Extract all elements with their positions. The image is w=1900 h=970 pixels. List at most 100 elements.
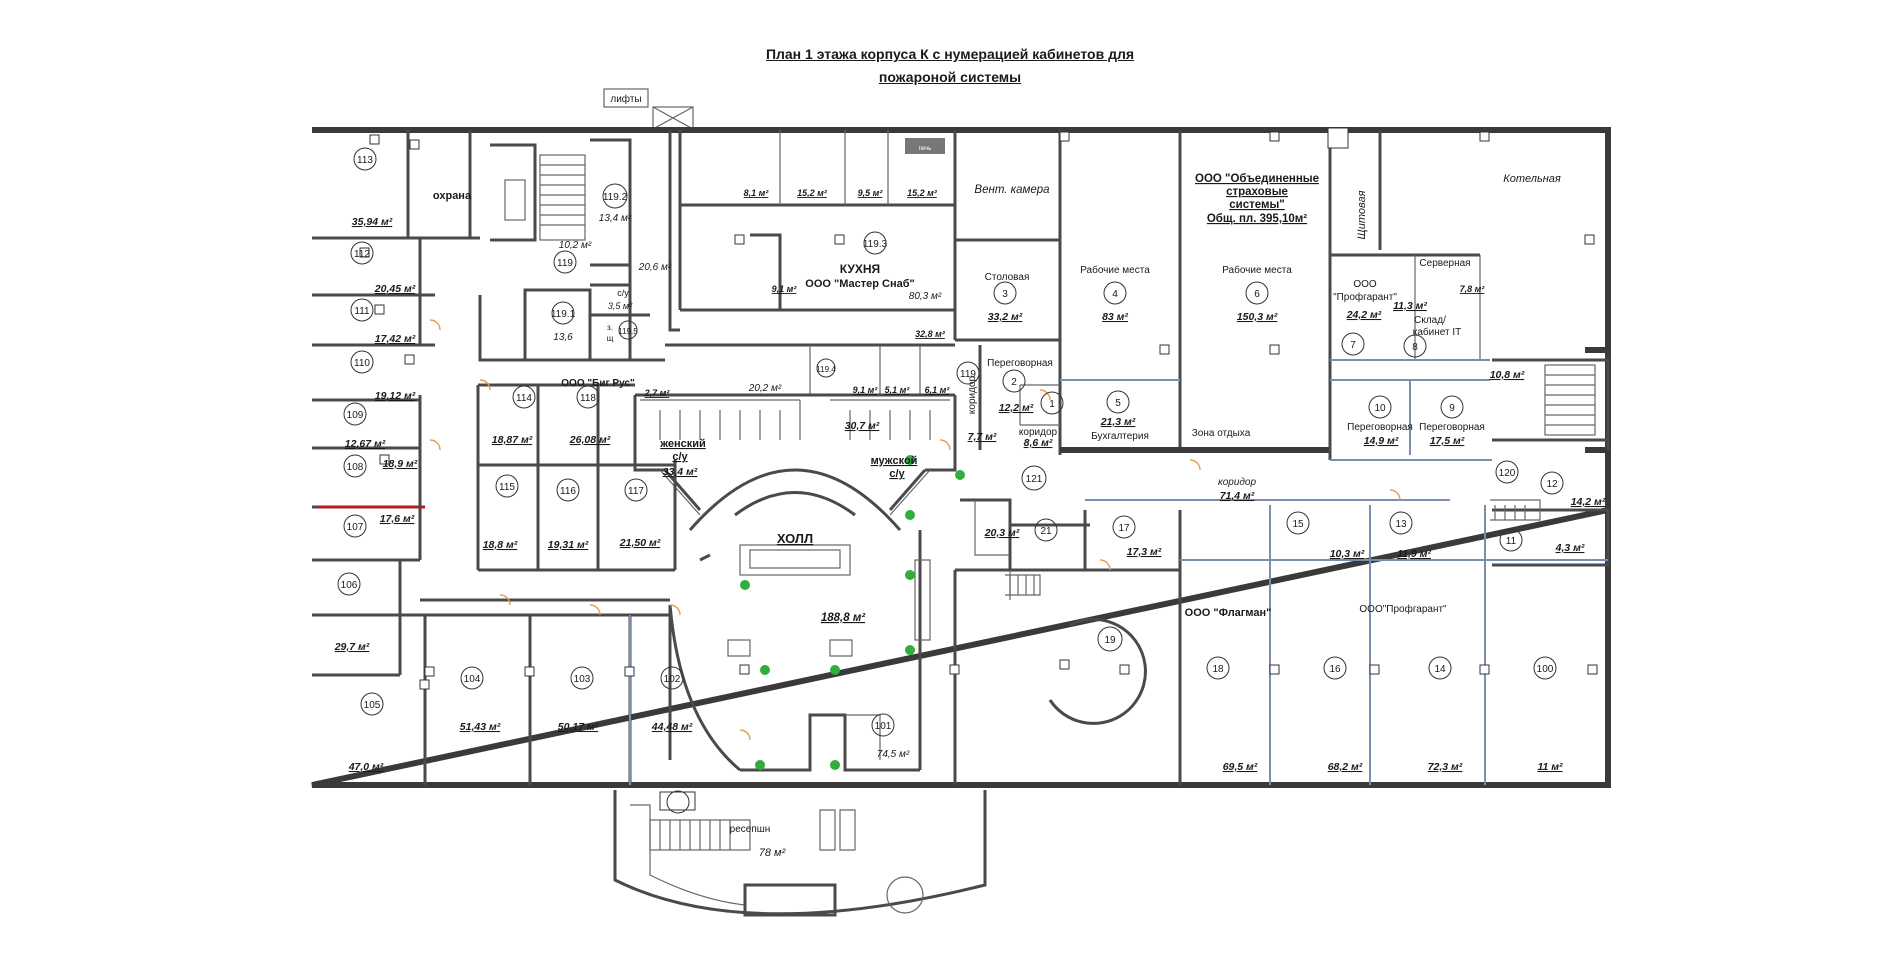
kitchen-label: КУХНЯ xyxy=(840,262,880,276)
women-area: 33,4 м² xyxy=(663,466,698,478)
room-119-2-number: 119.2 xyxy=(603,192,628,203)
room-8-area: 11,3 м² xyxy=(1393,300,1427,312)
area-2-7: 2,7 м² xyxy=(644,388,671,398)
room-13-area: 4,3 м² xyxy=(1555,542,1585,554)
right-top xyxy=(1327,127,1596,521)
room-7-number: 7 xyxy=(1350,340,1356,351)
room-10-area: 14,9 м² xyxy=(1364,435,1399,447)
men-label-1: мужской xyxy=(871,455,918,467)
area-7-8: 7,8 м² xyxy=(1460,284,1486,294)
area-kitchen-d: 15,2 м² xyxy=(907,188,938,198)
corridor-small-label: коридор xyxy=(1019,427,1058,438)
plan-title-line1: План 1 этажа корпуса К с нумерацией каби… xyxy=(765,46,1135,62)
room-119-area: 10,2 м² xyxy=(559,240,592,251)
room-119b-area: 7,7 м² xyxy=(968,431,997,443)
room-109-area: 12,67 м² xyxy=(345,438,386,450)
room-17-area: 10,3 м² xyxy=(1330,548,1365,560)
room-11-area: 14,2 м² xyxy=(1571,496,1606,508)
negotiation-label: Переговорная xyxy=(987,358,1053,369)
kitchen-block: печь xyxy=(678,130,957,340)
area-kitchen-c: 9,5 м² xyxy=(858,188,884,198)
room-101-area: 74,5 м² xyxy=(877,749,910,760)
rooms-1-5 xyxy=(955,130,1330,455)
room-120-number: 19 xyxy=(1104,635,1116,646)
security-label: охрана xyxy=(433,190,472,202)
kitchen-org-label: ООО "Мастер Снаб" xyxy=(805,278,914,290)
women-label-2: с/у xyxy=(672,451,688,463)
bigrus-label: ООО "Биг Рус" xyxy=(561,378,635,389)
room-20-number: 17 xyxy=(1118,523,1130,534)
room-2-area: 12,2 м² xyxy=(999,402,1034,414)
hall-area: 188,8 м² xyxy=(821,612,866,624)
negotiation9-label: Переговорная xyxy=(1419,422,1485,433)
corridor-vertical-label: коридор xyxy=(967,375,978,414)
corridor-main-label: коридор xyxy=(1218,477,1256,488)
room-111-number: 111 xyxy=(354,306,370,317)
profgarant-label-1: ООО xyxy=(1353,279,1377,290)
room-16-area: 72,3 м² xyxy=(1428,761,1463,773)
area-kitchen-b: 15,2 м² xyxy=(797,188,828,198)
room-113-area: 35,94 м² xyxy=(352,216,393,228)
rooms-102-104 xyxy=(312,613,670,785)
profgarant-label-2: "Профгарант" xyxy=(1333,291,1397,303)
reception-area: 78 м² xyxy=(759,847,786,859)
room-1-number: 1 xyxy=(1049,399,1055,410)
room-9-area: 17,5 м² xyxy=(1430,435,1465,447)
area-6-1: 6,1 м² xyxy=(925,385,951,395)
room-12-number: 120 xyxy=(1499,468,1516,479)
room-101-number: 101 xyxy=(875,721,892,732)
room-115-number: 115 xyxy=(499,482,515,493)
room-119-4-area: 20,2 м² xyxy=(748,383,782,394)
room-116-number: 116 xyxy=(560,486,576,497)
flagman-label: ООО "Флагман" xyxy=(1185,607,1272,619)
room-11-number: 12 xyxy=(1546,479,1558,490)
room-119-3-area: 20,6 м² xyxy=(638,262,672,273)
room-102-number: 102 xyxy=(664,674,681,685)
room-2-number: 2 xyxy=(1011,377,1017,388)
area-5-1: 5,1 м² xyxy=(885,385,911,395)
room-5-area: 21,3 м² xyxy=(1100,416,1136,428)
reception-label: ресепшн xyxy=(730,824,771,835)
hall-label: ХОЛЛ xyxy=(777,531,813,546)
wc-label: с/у xyxy=(617,288,629,298)
room-113-number: 113 xyxy=(357,155,373,166)
area-32-8: 32,8 м² xyxy=(915,329,946,339)
room-18-number: 16 xyxy=(1329,664,1341,675)
lower-right-rooms xyxy=(953,498,1608,785)
room-number-circles xyxy=(337,147,1564,814)
room-118-area: 26,08 м² xyxy=(569,434,611,446)
left-rooms xyxy=(312,130,480,677)
room-4-number: 4 xyxy=(1112,289,1118,300)
room-109-number: 109 xyxy=(347,410,364,421)
workplaces-label: Рабочие места xyxy=(1080,264,1150,276)
room-18-area: 68,2 м² xyxy=(1328,761,1363,773)
room-114-number: 114 xyxy=(516,393,532,404)
room-117-number: 117 xyxy=(628,486,644,497)
insurance-label-3: системы" xyxy=(1229,199,1285,211)
negotiation10-label: Переговорная xyxy=(1347,422,1413,433)
room-6-number: 6 xyxy=(1254,289,1260,300)
area-10-8: 10,8 м² xyxy=(1490,369,1525,381)
corridor-main-area: 71,4 м² xyxy=(1220,490,1255,502)
room-114-area: 18,87 м² xyxy=(492,434,533,446)
room-10-number: 10 xyxy=(1374,403,1386,414)
insurance-label-4: Общ. пл. 395,10м² xyxy=(1207,213,1307,225)
rooms-114-118 xyxy=(420,383,677,602)
stair-left xyxy=(490,143,586,242)
storage-label-2: кабинет IT xyxy=(1413,326,1461,338)
kitchen-area: 80,3 м² xyxy=(909,291,942,302)
area-kitchen-a: 8,1 м² xyxy=(744,188,770,198)
room-19-area: 69,5 м² xyxy=(1223,761,1258,773)
server-label: Серверная xyxy=(1419,258,1470,269)
room-17-number: 15 xyxy=(1292,519,1304,530)
lifts-label: лифты xyxy=(610,93,641,105)
room-1-area: 8,6 м² xyxy=(1024,437,1053,449)
room-112-number: 112 xyxy=(354,249,370,260)
room-102-area: 44,48 м² xyxy=(651,721,693,733)
block-119 xyxy=(478,130,955,362)
men-label-2: с/у xyxy=(889,468,905,480)
room-118-number: 118 xyxy=(580,393,596,404)
room-labels: 113 35,94 м² 112 20,45 м² 111 17,42 м² 1… xyxy=(334,155,1606,773)
outer-walls xyxy=(311,127,1611,788)
